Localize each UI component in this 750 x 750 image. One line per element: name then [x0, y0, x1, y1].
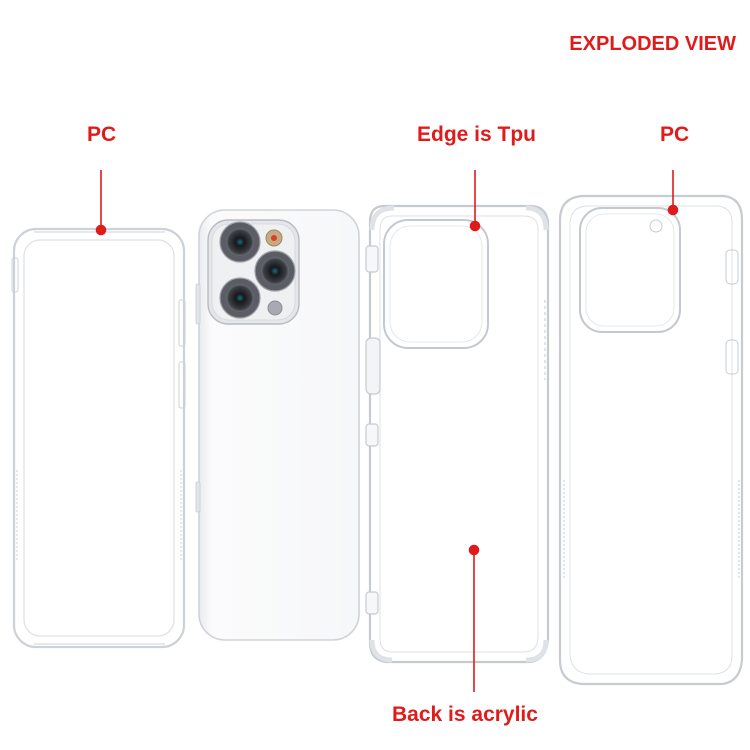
callout-pc-right: PC [660, 123, 690, 146]
phone [195, 209, 360, 641]
callout-leaders [95, 170, 679, 692]
exploded-view-title: EXPLODED VIEW [569, 33, 736, 55]
lidar-sensor [267, 300, 283, 316]
lens-bottom [219, 277, 261, 319]
lens-top [219, 221, 261, 263]
callout-edge-tpu: Edge is Tpu [417, 123, 537, 146]
pc-bumper [558, 194, 744, 686]
pc-front-frame [11, 227, 186, 649]
callout-back-acrylic: Back is acrylic [392, 703, 538, 726]
leader-dot-edge-tpu [469, 220, 481, 232]
lens-right [254, 250, 296, 292]
tpu-edge-acrylic-back [365, 204, 550, 664]
leader-dot-pc-left [95, 224, 107, 236]
leader-dot-pc-right [667, 204, 679, 216]
leader-dot-back-acrylic [468, 544, 480, 556]
callout-pc-left: PC [87, 123, 117, 146]
